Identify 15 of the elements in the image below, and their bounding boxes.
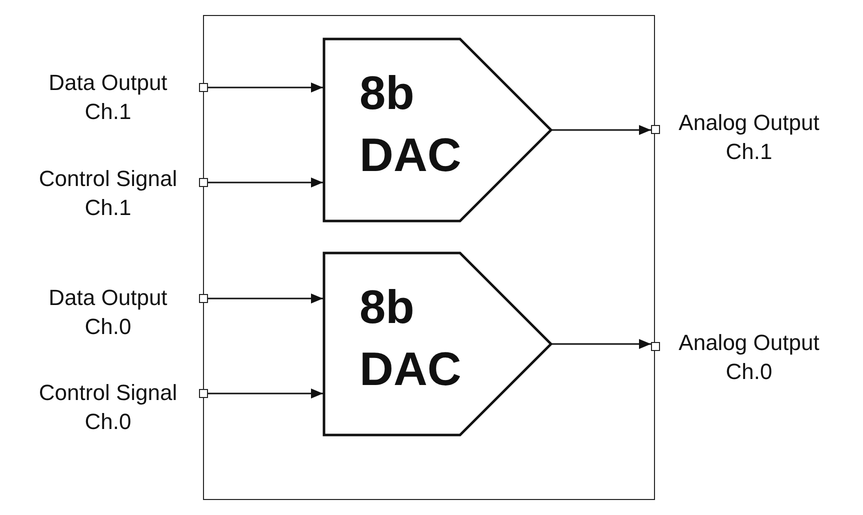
arrow <box>208 82 323 92</box>
arrow <box>208 294 323 304</box>
port-label: Analog Output Ch.1 <box>678 109 820 166</box>
arrow <box>208 178 323 188</box>
dac-label: 8b DAC <box>360 64 462 182</box>
port-label: Data Output Ch.1 <box>48 69 168 126</box>
arrow <box>208 388 323 398</box>
port-label: Data Output Ch.0 <box>48 284 168 341</box>
port-label: Control Signal Ch.1 <box>38 165 178 222</box>
port-label: Control Signal Ch.0 <box>38 379 178 436</box>
port-label: Analog Output Ch.0 <box>678 329 820 386</box>
module-frame <box>203 15 655 500</box>
arrow <box>552 339 651 349</box>
arrow <box>552 125 651 135</box>
dac-label: 8b DAC <box>360 278 462 396</box>
